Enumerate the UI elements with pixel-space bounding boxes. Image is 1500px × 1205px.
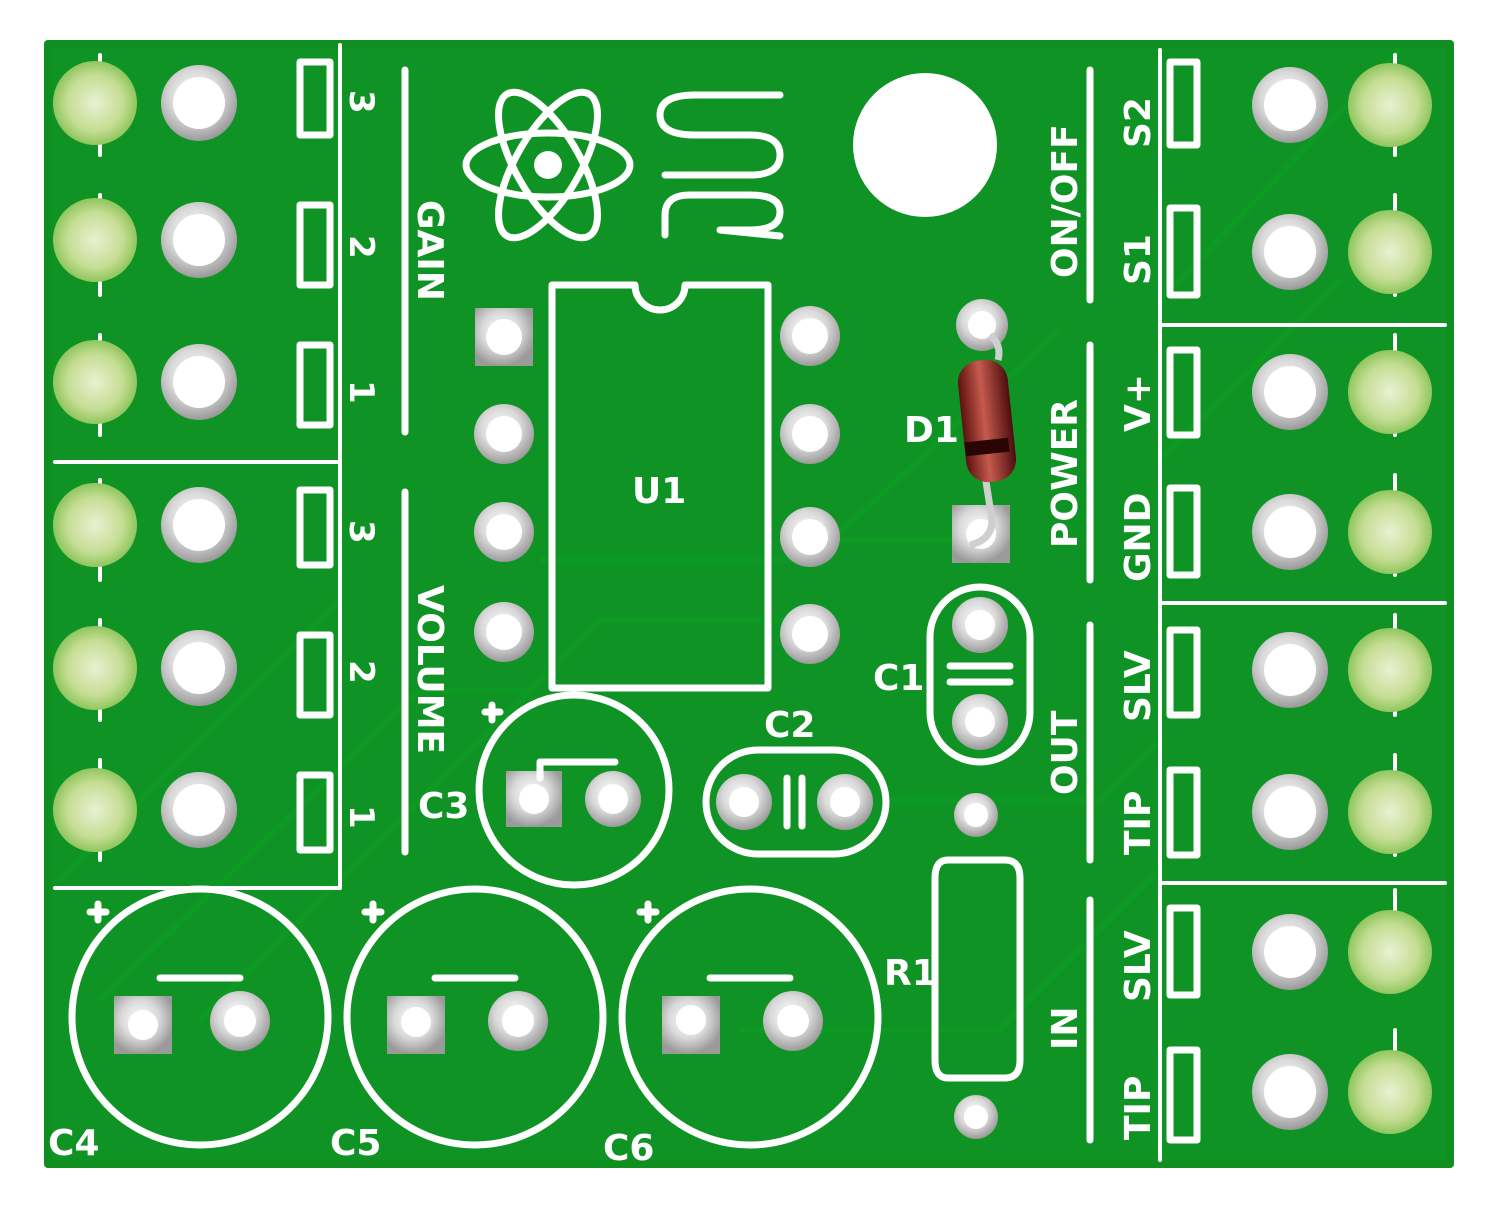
c4-capacitor-footprint: [68, 885, 332, 1149]
label-on-off: ON/OFF: [1045, 124, 1086, 278]
label-power: POWER: [1045, 399, 1086, 548]
label-volume: VOLUME: [409, 585, 450, 754]
right-edge-pads: [1348, 63, 1432, 1134]
c1-capacitor-footprint: [926, 583, 1034, 766]
label-gnd: GND: [1118, 492, 1159, 582]
label-gain-pin-3: 3: [341, 90, 381, 114]
label-out-slv: SLV: [1118, 650, 1159, 722]
label-in-slv: SLV: [1118, 930, 1159, 1002]
label-c3: C3: [418, 786, 469, 827]
silkscreen-labels: GAIN VOLUME 3 2 1 3 2 1 U1 D1 C1 C2 C3 C…: [48, 90, 1159, 1169]
r1-resistor-footprint: [931, 793, 1024, 1139]
sr-logo-icon: [656, 91, 784, 240]
c2-capacitor-footprint: [702, 746, 890, 858]
label-r1: R1: [884, 953, 937, 994]
label-gain-pin-1: 1: [341, 380, 381, 404]
label-gain: GAIN: [409, 200, 450, 301]
label-gain-pin-2: 2: [341, 235, 381, 259]
mounting-hole: [853, 73, 997, 217]
label-u1: U1: [632, 471, 686, 512]
label-volume-pin-1: 1: [341, 805, 381, 829]
label-v-plus: V+: [1118, 374, 1159, 432]
label-volume-pin-3: 3: [341, 520, 381, 544]
label-out-tip: TIP: [1118, 791, 1159, 855]
right-header-pads: [1252, 67, 1328, 1130]
c6-capacitor-footprint: [618, 885, 882, 1149]
label-out: OUT: [1045, 710, 1086, 795]
label-volume-pin-2: 2: [341, 660, 381, 684]
left-header-pads: [161, 65, 237, 848]
label-in-tip: TIP: [1118, 1076, 1159, 1140]
left-header-silk: [53, 43, 409, 890]
label-c4: C4: [48, 1123, 99, 1164]
d1-diode: [952, 299, 1017, 563]
c5-capacitor-footprint: [343, 885, 607, 1149]
label-c5: C5: [330, 1123, 381, 1164]
label-s2: S2: [1118, 97, 1159, 148]
label-d1: D1: [904, 410, 959, 451]
c3-capacitor-footprint: [475, 691, 673, 889]
label-in: IN: [1045, 1006, 1086, 1050]
u1-ic-outline: [548, 281, 772, 692]
label-c6: C6: [603, 1128, 654, 1169]
label-c1: C1: [873, 658, 924, 699]
label-s1: S1: [1118, 234, 1159, 285]
label-c2: C2: [764, 705, 815, 746]
left-edge-pads: [53, 61, 137, 852]
u1-pads: [474, 306, 840, 664]
